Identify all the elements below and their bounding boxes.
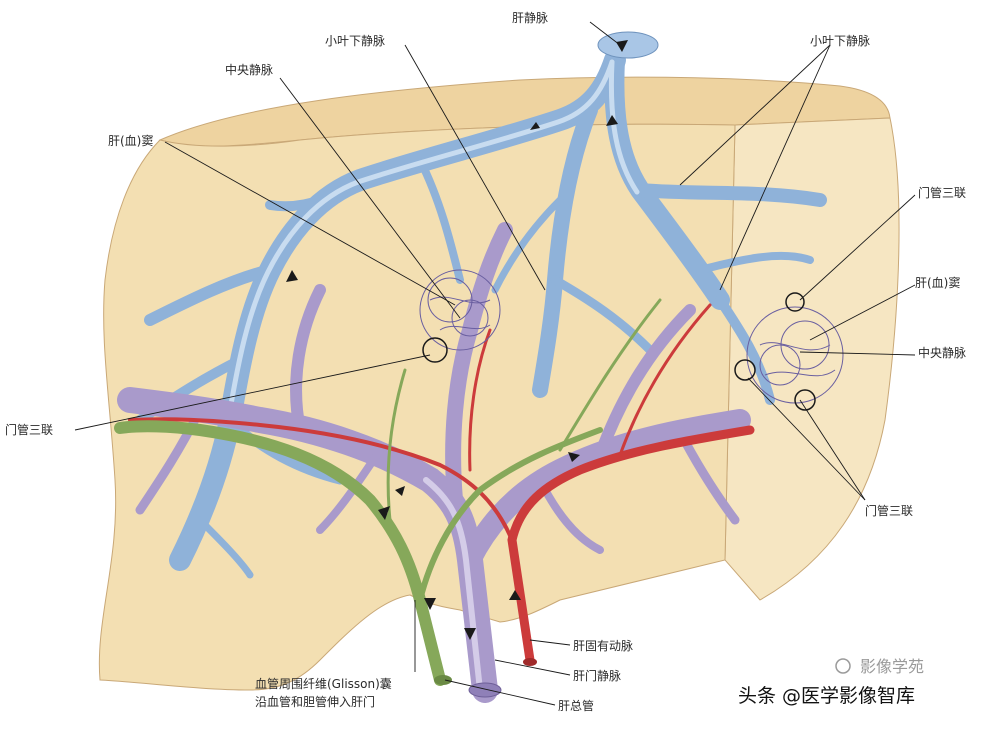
liver-side-face [724,117,900,601]
lobule-left [419,269,501,363]
label-portal-triad-left: 门管三联 [5,422,53,437]
label-hepatic-vein: 肝静脉 [512,10,548,25]
watermark-faint-text: 影像学苑 [860,657,924,676]
arrow-icon [395,486,405,496]
watermark-text: 头条 @医学影像智库 [738,685,915,707]
arrow-icon [606,115,618,126]
label-portal-triad-right-bottom: 门管三联 [865,503,913,518]
arrow-icon [286,270,298,282]
artery-tree [128,303,755,665]
label-portal-triad-right-top: 门管三联 [918,185,966,200]
arrow-icon [464,628,476,640]
portal-vein-tree [117,222,751,703]
arrow-icon [424,598,436,610]
label-sublobular-vein-left: 小叶下静脉 [325,33,385,48]
label-glisson-line2: 沿血管和胆管伸入肝门 [255,694,375,709]
label-central-vein-left: 中央静脉 [225,62,273,77]
label-glisson-line1: 血管周围纤维(Glisson)囊 [255,676,392,691]
label-common-hepatic-duct: 肝总管 [558,698,594,713]
bile-duct-opening [434,675,452,685]
leader-lines [74,21,916,706]
lobule-right [734,292,844,411]
artery-opening [523,658,537,666]
flow-arrows [286,40,628,640]
label-proper-hepatic-artery: 肝固有动脉 [573,638,633,653]
labels: 肝静脉 小叶下静脉 中央静脉 肝(血)窦 门管三联 小叶下静脉 门管三联 肝(血… [5,10,966,713]
arrow-icon [509,590,521,600]
hepatic-vein-opening [597,31,659,59]
label-sinusoid-left: 肝(血)窦 [108,134,153,148]
arrow-icon [616,40,628,52]
label-hepatic-portal-vein: 肝门静脉 [573,668,621,683]
arrow-icon [378,506,390,520]
portal-vein-opening [468,682,502,698]
label-sublobular-vein-right: 小叶下静脉 [810,33,870,48]
watermark-logo-icon [835,658,851,674]
liver-front-face [98,123,736,691]
bile-duct-tree [114,298,662,686]
label-central-vein-right: 中央静脉 [918,345,966,360]
watermark: 影像学苑 头条 @医学影像智库 [738,657,924,707]
label-sinusoid-right: 肝(血)窦 [915,276,960,290]
liver-block [98,76,900,691]
arrow-icon [568,452,580,462]
arrow-icon [530,122,540,130]
